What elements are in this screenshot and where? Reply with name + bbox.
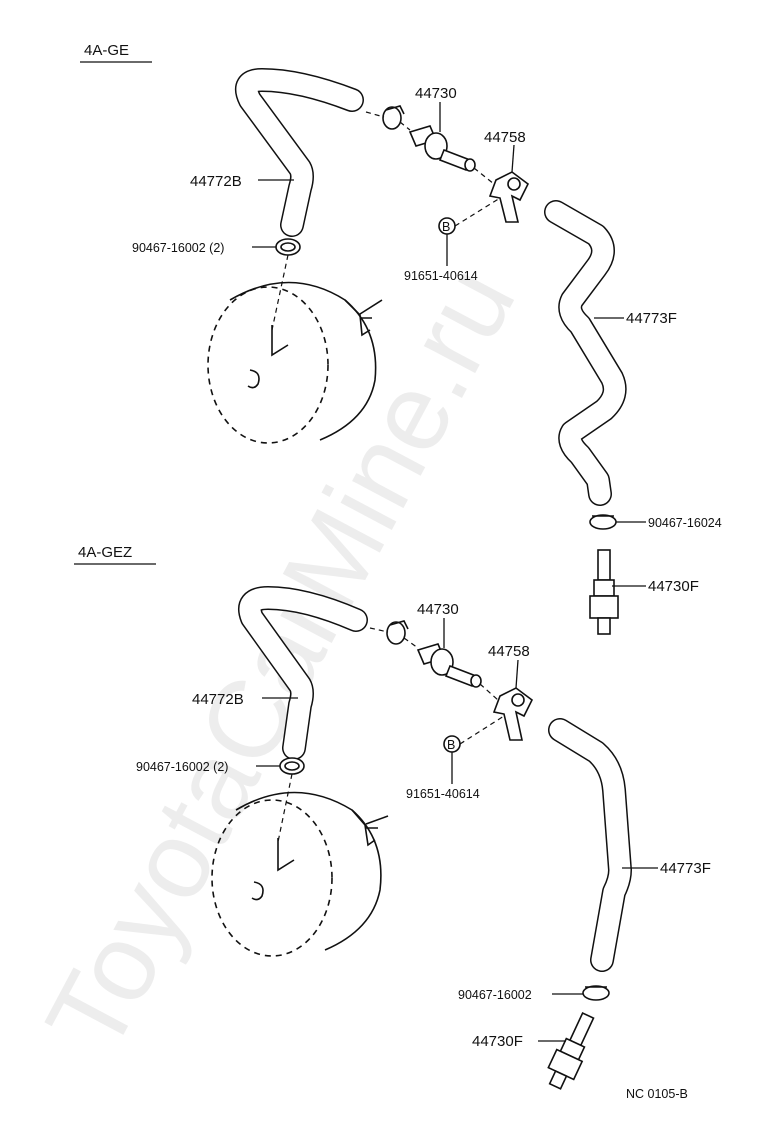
label-bolt-top: 91651-40614	[404, 269, 478, 283]
label-connector-top: 44730F	[648, 578, 699, 595]
label-clamp-right-top: 90467-16024	[648, 516, 722, 530]
dash-line	[399, 121, 411, 131]
label-bracket-bottom: 44758	[488, 643, 530, 660]
label-bolt-bottom: 91651-40614	[406, 787, 480, 801]
hose-44773f-bottom	[548, 718, 632, 972]
dash-line	[473, 167, 495, 185]
section-top: 4A-GE B	[80, 42, 722, 635]
bolt-marker-bottom: B	[443, 735, 461, 753]
dash-line	[277, 773, 293, 843]
connector-44730f-top	[589, 549, 619, 635]
label-clamp-right-bottom: 90467-16002	[458, 988, 532, 1002]
svg-text:B: B	[442, 220, 450, 234]
label-hose-right-bottom: 44773F	[660, 860, 711, 877]
bolt-marker-top: B	[438, 217, 456, 235]
dash-line	[365, 111, 385, 118]
dash-line	[271, 254, 289, 331]
leader-line	[511, 144, 515, 173]
section-title-top: 4A-GE	[84, 42, 129, 59]
clamp-right-top	[589, 514, 617, 530]
footer-code: NC 0105-B	[626, 1087, 688, 1101]
label-clamp-left-top: 90467-16002 (2)	[132, 241, 224, 255]
label-clamp-left-bottom: 90467-16002 (2)	[136, 760, 228, 774]
check-valve-44730-bottom	[416, 643, 482, 688]
connector-44730f-bottom	[547, 1011, 595, 1090]
bracket-44758-bottom	[492, 687, 534, 741]
clamp-left-top	[275, 238, 301, 256]
bracket-44758-top	[488, 171, 530, 223]
check-valve-44730-top	[408, 125, 476, 172]
hose-44772b-top	[235, 68, 364, 237]
svg-text:B: B	[447, 738, 455, 752]
clamp-left-bottom	[279, 757, 305, 775]
clamp-small-bottom	[386, 620, 409, 645]
hose-44772b-bottom	[238, 586, 368, 760]
label-hose-left-bottom: 44772B	[192, 691, 244, 708]
label-valve-bottom: 44730	[417, 601, 459, 618]
leader-line	[515, 659, 519, 689]
dash-line	[454, 197, 501, 227]
label-valve-top: 44730	[415, 85, 457, 102]
label-hose-left-top: 44772B	[190, 173, 242, 190]
section-title-bottom: 4A-GEZ	[78, 544, 132, 561]
clamp-right-bottom	[582, 985, 610, 1001]
dash-line	[369, 627, 389, 633]
section-bottom: 4A-GEZ B	[74, 544, 711, 1090]
clamp-small-top	[382, 105, 405, 130]
hose-44773f-top	[544, 200, 627, 506]
label-bracket-top: 44758	[484, 129, 526, 146]
dash-line	[403, 637, 419, 649]
dash-line	[479, 683, 499, 701]
label-hose-right-top: 44773F	[626, 310, 677, 327]
dash-line	[459, 715, 505, 745]
label-connector-bottom: 44730F	[472, 1033, 523, 1050]
